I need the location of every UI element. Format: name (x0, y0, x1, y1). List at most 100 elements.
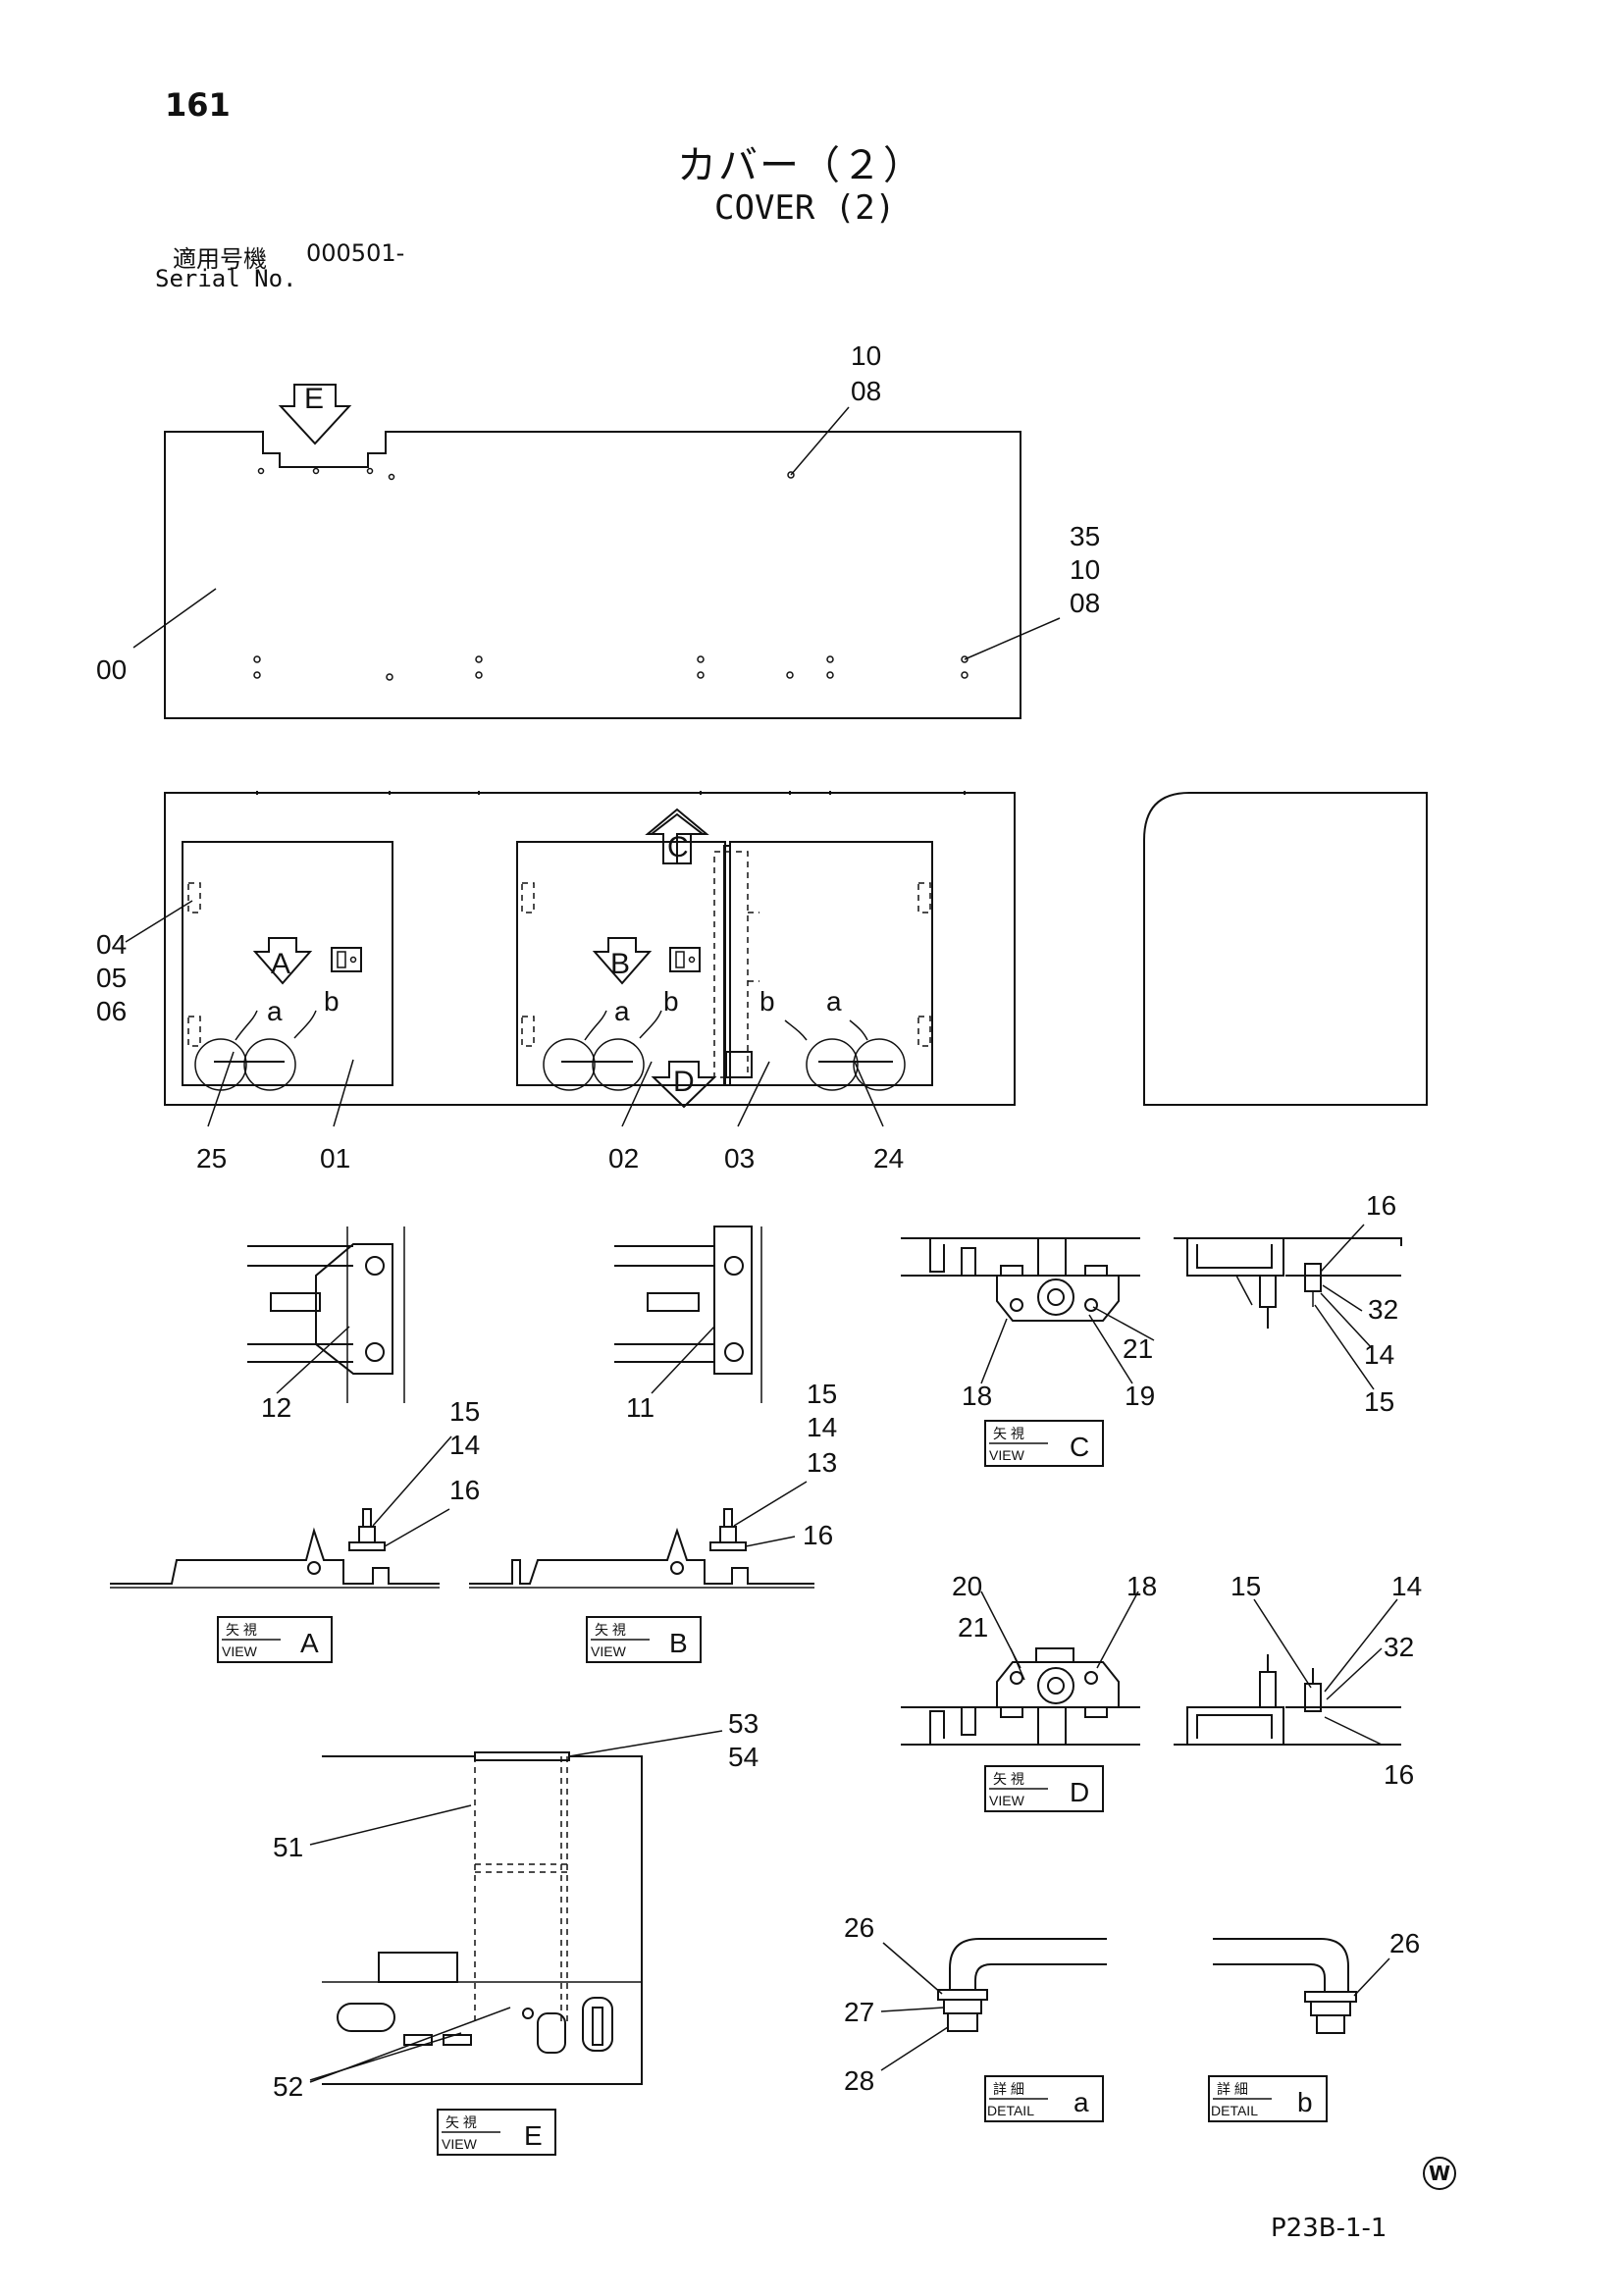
callout-14: 14 (449, 1430, 480, 1460)
callout-19: 19 (1125, 1381, 1155, 1411)
view-a-tag: A (300, 1628, 319, 1658)
view-a-jp: 矢 視 (226, 1622, 257, 1638)
title-japanese: カバー（２） (677, 143, 924, 188)
callout-14: 14 (1364, 1339, 1394, 1370)
drawing-code: P23B-1-1 (1271, 2214, 1387, 2243)
callout-14: 14 (1391, 1571, 1422, 1601)
view-b-tag: B (669, 1628, 688, 1658)
view-c-jp: 矢 視 (993, 1426, 1024, 1441)
view-c-letter: C (667, 831, 689, 863)
callout-16: 16 (803, 1520, 833, 1550)
view-c-section: 18 21 19 16 32 14 15 矢 視 VIEW C (901, 1190, 1402, 1467)
view-e-letter: E (304, 383, 324, 415)
serial-label-english: Serial No. (155, 265, 297, 292)
callout-16: 16 (449, 1475, 480, 1505)
hinge-detail-11: 11 (614, 1226, 762, 1423)
callout-54: 54 (728, 1742, 759, 1772)
callout-32: 32 (1368, 1294, 1398, 1325)
manufacturer-mark: W (1423, 2157, 1456, 2190)
view-a-section: 15 14 16 矢 視 VIEW A (110, 1396, 480, 1663)
view-a-en: VIEW (222, 1644, 258, 1659)
detail-a-mark-2: a (614, 996, 630, 1026)
callout-21: 21 (958, 1612, 988, 1643)
callout-16: 16 (1384, 1759, 1414, 1790)
callout-26: 26 (844, 1912, 874, 1943)
callout-26: 26 (1389, 1928, 1420, 1958)
callout-28: 28 (844, 2065, 874, 2096)
callout-20: 20 (952, 1571, 982, 1601)
callout-16: 16 (1366, 1190, 1396, 1221)
hinge-detail-12: 12 (247, 1226, 405, 1423)
callout-08: 08 (1070, 588, 1100, 618)
detail-a-jp: 詳 細 (993, 2081, 1024, 2097)
callout-18: 18 (1126, 1571, 1157, 1601)
callout-35: 35 (1070, 521, 1100, 551)
detail-b-mark-3: b (759, 986, 775, 1017)
detail-b-tag: b (1297, 2087, 1313, 2117)
view-d-jp: 矢 視 (993, 1771, 1024, 1787)
detail-b-jp: 詳 細 (1217, 2081, 1248, 2097)
detail-b-en: DETAIL (1211, 2103, 1258, 2118)
view-e-tag: E (524, 2120, 543, 2151)
detail-a-mark-1: a (267, 996, 283, 1026)
callout-14: 14 (807, 1412, 837, 1442)
callout-11: 11 (626, 1392, 654, 1423)
callout-18: 18 (962, 1381, 992, 1411)
callout-15: 15 (1364, 1386, 1394, 1417)
detail-b-section: 26 詳 細 DETAIL b (1208, 1928, 1420, 2122)
view-c-en: VIEW (989, 1447, 1025, 1463)
callout-15: 15 (1230, 1571, 1261, 1601)
callout-21: 21 (1123, 1333, 1153, 1364)
serial-value: 000501- (306, 239, 405, 267)
callout-32: 32 (1384, 1632, 1414, 1662)
door-panel-01 (182, 841, 393, 1086)
view-e-section: 53 54 51 52 矢 視 VIEW E (273, 1708, 759, 2156)
callout-03: 03 (724, 1143, 755, 1174)
serial-label-japanese: 適用号機 (173, 245, 267, 273)
view-b-letter: B (610, 948, 630, 980)
callout-10: 10 (851, 340, 881, 371)
view-a-letter: A (271, 948, 290, 980)
callout-24: 24 (873, 1143, 904, 1174)
view-b-en: VIEW (591, 1644, 627, 1659)
detail-a-mark-3: a (826, 986, 842, 1017)
view-e-en: VIEW (442, 2136, 478, 2152)
callout-00: 00 (96, 654, 127, 685)
callout-04: 04 (96, 929, 127, 960)
title-english: COVER (2) (714, 188, 896, 228)
view-d-tag: D (1070, 1777, 1089, 1807)
callout-51: 51 (273, 1832, 303, 1862)
callout-02: 02 (608, 1143, 639, 1174)
view-e-jp: 矢 視 (445, 2114, 477, 2130)
side-cover-panel (1143, 792, 1428, 1106)
callout-05: 05 (96, 963, 127, 993)
view-d-letter: D (673, 1066, 695, 1098)
callout-15: 15 (449, 1396, 480, 1427)
view-b-jp: 矢 視 (595, 1622, 626, 1638)
detail-a-section: 26 27 28 詳 細 DETAIL a (844, 1912, 1107, 2122)
view-e-arrow (278, 384, 352, 445)
callout-10: 10 (1070, 554, 1100, 585)
detail-b-mark-2: b (663, 986, 679, 1017)
front-cover-panel: A a b B a b C D (96, 791, 1428, 1174)
detail-a-tag: a (1073, 2087, 1089, 2117)
view-b-section: 15 14 13 16 矢 視 VIEW B (469, 1379, 837, 1663)
callout-13: 13 (807, 1447, 837, 1478)
detail-a-en: DETAIL (987, 2103, 1034, 2118)
top-cover-panel: E 10 08 35 10 08 00 (96, 340, 1100, 719)
door-panel-03 (729, 841, 933, 1086)
view-d-section: 20 18 21 15 14 32 16 矢 視 VIEW D (901, 1571, 1422, 1812)
page-number: 161 (165, 86, 231, 124)
callout-27: 27 (844, 1997, 874, 2027)
callout-01: 01 (320, 1143, 350, 1174)
callout-25: 25 (196, 1143, 227, 1174)
detail-b-mark-1: b (324, 986, 340, 1017)
callout-06: 06 (96, 996, 127, 1026)
view-c-tag: C (1070, 1432, 1089, 1462)
callout-12: 12 (261, 1392, 291, 1423)
callout-53: 53 (728, 1708, 759, 1739)
callout-15: 15 (807, 1379, 837, 1409)
callout-52: 52 (273, 2071, 303, 2102)
view-d-en: VIEW (989, 1793, 1025, 1808)
